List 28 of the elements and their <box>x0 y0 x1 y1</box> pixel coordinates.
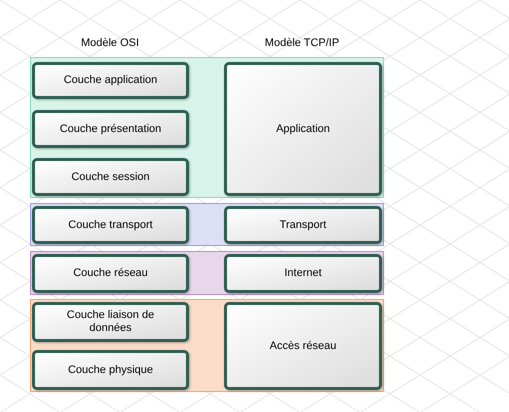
layer-box <box>224 254 382 293</box>
layer-name: Couche session <box>71 170 150 184</box>
column-heading: Modèle TCP/IP <box>264 37 340 50</box>
layer-box <box>32 350 189 390</box>
layer-box <box>32 302 189 342</box>
layer-name: Application <box>276 122 330 136</box>
layer-box <box>32 158 189 196</box>
layer-name: Internet <box>284 267 322 280</box>
layer-band <box>30 57 384 198</box>
layer-name: Couche application <box>64 74 158 87</box>
layer-name: Couche physique <box>68 364 153 376</box>
column-heading: Modèle OSI <box>80 37 140 50</box>
layer-name: Couche réseau <box>73 267 148 280</box>
layer-box <box>224 302 382 390</box>
layer-band <box>30 203 384 246</box>
layer-name: Couche transport <box>68 218 153 232</box>
layer-box <box>224 206 382 244</box>
layer-name: Accès réseau <box>270 340 336 352</box>
layer-box <box>32 110 189 148</box>
layer-band <box>30 251 384 295</box>
layer-box <box>32 206 189 244</box>
layer-box <box>32 254 189 293</box>
layer-box <box>224 62 382 196</box>
layer-band <box>30 299 384 392</box>
layer-name: Couche liaison de données <box>66 309 156 335</box>
layer-box <box>32 62 189 99</box>
layer-name: Couche présentation <box>60 122 162 136</box>
layer-name: Transport <box>280 218 326 232</box>
